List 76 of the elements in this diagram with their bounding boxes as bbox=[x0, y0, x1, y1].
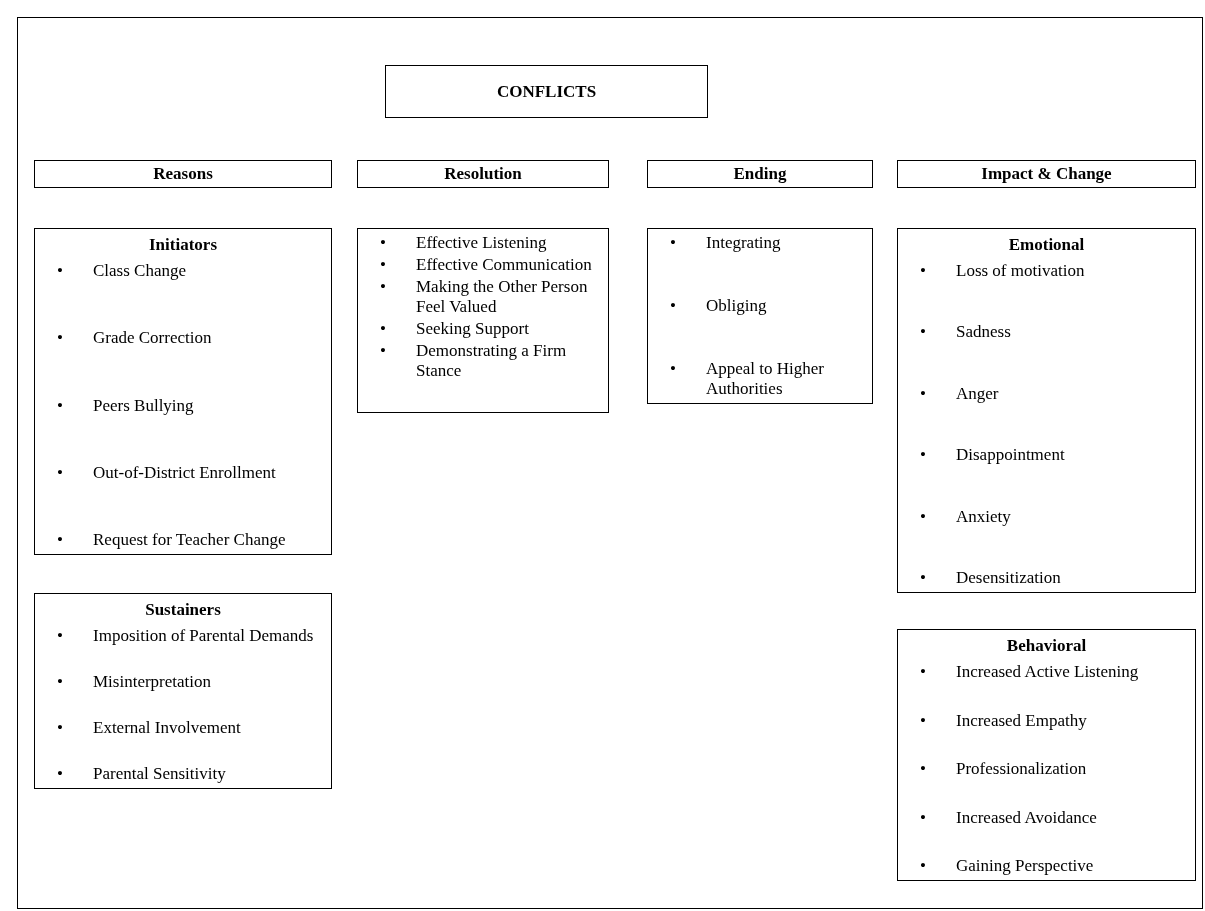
list-item: Peers Bullying bbox=[93, 395, 194, 416]
bullet-mark: • bbox=[920, 506, 927, 527]
list-item: Gaining Perspective bbox=[956, 856, 1094, 876]
list-item: Increased Avoidance bbox=[956, 807, 1097, 828]
bullet-mark: • bbox=[920, 567, 927, 588]
list-box bbox=[897, 228, 1196, 593]
bullet-mark: • bbox=[380, 233, 387, 253]
list-item: Demonstrating a Firm Stance bbox=[416, 341, 568, 381]
bullet-mark: • bbox=[920, 856, 927, 876]
bullet-mark: • bbox=[57, 530, 64, 550]
bullet-mark: • bbox=[380, 255, 387, 275]
bullet-mark: • bbox=[57, 672, 64, 692]
heading-text: CONFLICTS bbox=[496, 81, 597, 102]
list-item: External Involvement bbox=[93, 718, 241, 738]
list-item: Making the Other Person Feel Valued bbox=[416, 277, 589, 317]
list-item: Obliging bbox=[706, 296, 767, 316]
list-item: Misinterpretation bbox=[93, 672, 212, 692]
box-heading: Sustainers bbox=[144, 600, 222, 620]
list-box bbox=[357, 228, 609, 413]
bullet-mark: • bbox=[670, 296, 677, 316]
list-box bbox=[34, 593, 332, 789]
list-item: Loss of motivation bbox=[956, 261, 1085, 281]
bullet-mark: • bbox=[57, 395, 64, 416]
list-item: Class Change bbox=[93, 261, 187, 281]
bullet-mark: • bbox=[57, 328, 64, 349]
list-item: Seeking Support bbox=[416, 319, 529, 339]
heading-text: Ending bbox=[733, 164, 787, 184]
heading-text: Reasons bbox=[153, 164, 213, 184]
box-heading: Initiators bbox=[148, 235, 218, 255]
bullet-mark: • bbox=[57, 764, 64, 784]
list-item: Desensitization bbox=[956, 567, 1061, 588]
bullet-mark: • bbox=[920, 261, 927, 281]
heading-box bbox=[34, 160, 332, 188]
bullet-mark: • bbox=[380, 277, 387, 297]
heading-box bbox=[357, 160, 609, 188]
list-item: Integrating bbox=[706, 233, 781, 253]
box-heading: Emotional bbox=[1007, 235, 1086, 255]
bullet-mark: • bbox=[57, 718, 64, 738]
list-item: Imposition of Parental Demands bbox=[93, 626, 314, 646]
bullet-mark: • bbox=[920, 807, 927, 828]
bullet-mark: • bbox=[57, 626, 64, 646]
list-box bbox=[34, 228, 332, 555]
bullet-mark: • bbox=[920, 383, 927, 404]
list-item: Increased Empathy bbox=[956, 710, 1087, 731]
list-item: Effective Communication bbox=[416, 255, 592, 275]
bullet-mark: • bbox=[57, 462, 64, 483]
bullet-mark: • bbox=[920, 710, 927, 731]
list-item: Anxiety bbox=[956, 506, 1011, 527]
bullet-mark: • bbox=[920, 662, 927, 682]
heading-text: Impact & Change bbox=[981, 164, 1112, 184]
list-item: Increased Active Listening bbox=[956, 662, 1139, 682]
list-item: Effective Listening bbox=[416, 233, 547, 253]
bullet-mark: • bbox=[380, 341, 387, 361]
bullet-mark: • bbox=[920, 445, 927, 466]
bullet-mark: • bbox=[920, 322, 927, 343]
bullet-mark: • bbox=[57, 261, 64, 281]
heading-box bbox=[647, 160, 873, 188]
list-item: Request for Teacher Change bbox=[93, 530, 286, 550]
box-heading: Behavioral bbox=[1005, 636, 1088, 656]
bullet-mark: • bbox=[670, 359, 677, 379]
heading-text: Resolution bbox=[444, 164, 522, 184]
list-box bbox=[897, 629, 1196, 881]
bullet-mark: • bbox=[380, 319, 387, 339]
bullet-mark: • bbox=[670, 233, 677, 253]
list-item: Sadness bbox=[956, 322, 1011, 343]
heading-box bbox=[897, 160, 1196, 188]
bullet-mark: • bbox=[920, 759, 927, 779]
list-box bbox=[647, 228, 873, 404]
list-item: Appeal to Higher Authorities bbox=[706, 359, 826, 399]
list-item: Anger bbox=[956, 383, 999, 404]
list-item: Disappointment bbox=[956, 445, 1065, 466]
list-item: Parental Sensitivity bbox=[93, 764, 226, 784]
list-item: Professionalization bbox=[956, 759, 1087, 779]
heading-box bbox=[385, 65, 708, 118]
list-item: Out-of-District Enrollment bbox=[93, 462, 276, 483]
list-item: Grade Correction bbox=[93, 328, 212, 349]
